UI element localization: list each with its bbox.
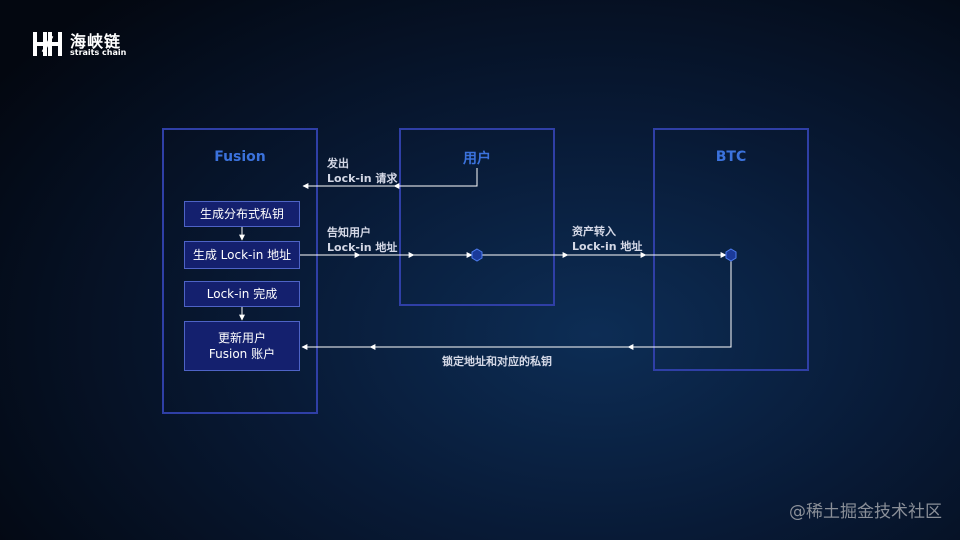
step-lockin-done-label: Lock-in 完成: [206, 287, 278, 301]
step-update-account: 更新用户 Fusion 账户: [184, 321, 300, 371]
step-update-line2: Fusion 账户: [208, 347, 276, 361]
btc-column: BTC: [653, 128, 809, 371]
logo: 海峡链 straits chain: [32, 26, 132, 60]
step-update-line1: 更新用户: [217, 331, 266, 345]
notify-label-line2: Lock-in 地址: [327, 241, 398, 254]
notify-label-line1: 告知用户: [327, 226, 371, 239]
step-lockin-done: Lock-in 完成: [184, 281, 300, 307]
return-arrow: [301, 259, 732, 350]
request-arrow: [302, 168, 478, 189]
transfer-label: 资产转入 Lock-in 地址: [572, 224, 642, 254]
user-node-icon: [471, 248, 483, 262]
fusion-column: Fusion: [162, 128, 318, 414]
fusion-column-title: Fusion: [214, 149, 266, 165]
request-label: 发出 Lock-in 请求: [327, 156, 397, 186]
step-generate-key: 生成分布式私钥: [184, 201, 300, 227]
step-generate-key-label: 生成分布式私钥: [199, 207, 284, 221]
return-label: 锁定地址和对应的私钥: [442, 355, 552, 368]
btc-column-title: BTC: [715, 149, 747, 165]
transfer-label-line2: Lock-in 地址: [572, 240, 643, 253]
user-column-title: 用户: [463, 151, 491, 167]
notify-label: 告知用户 Lock-in 地址: [327, 225, 397, 255]
logo-name-cn: 海峡链: [70, 32, 122, 51]
btc-node-icon: [725, 248, 737, 262]
step-generate-address: 生成 Lock-in 地址: [184, 241, 300, 269]
step-generate-address-label: 生成 Lock-in 地址: [192, 248, 292, 262]
transfer-label-line1: 资产转入: [572, 225, 616, 238]
watermark: @稀土掘金技术社区: [789, 502, 942, 522]
request-label-line2: Lock-in 请求: [327, 172, 398, 185]
logo-name-en: straits chain: [70, 48, 127, 57]
straits-chain-logo-icon: [33, 32, 62, 56]
user-column: 用户: [399, 128, 555, 306]
request-label-line1: 发出: [327, 157, 349, 170]
